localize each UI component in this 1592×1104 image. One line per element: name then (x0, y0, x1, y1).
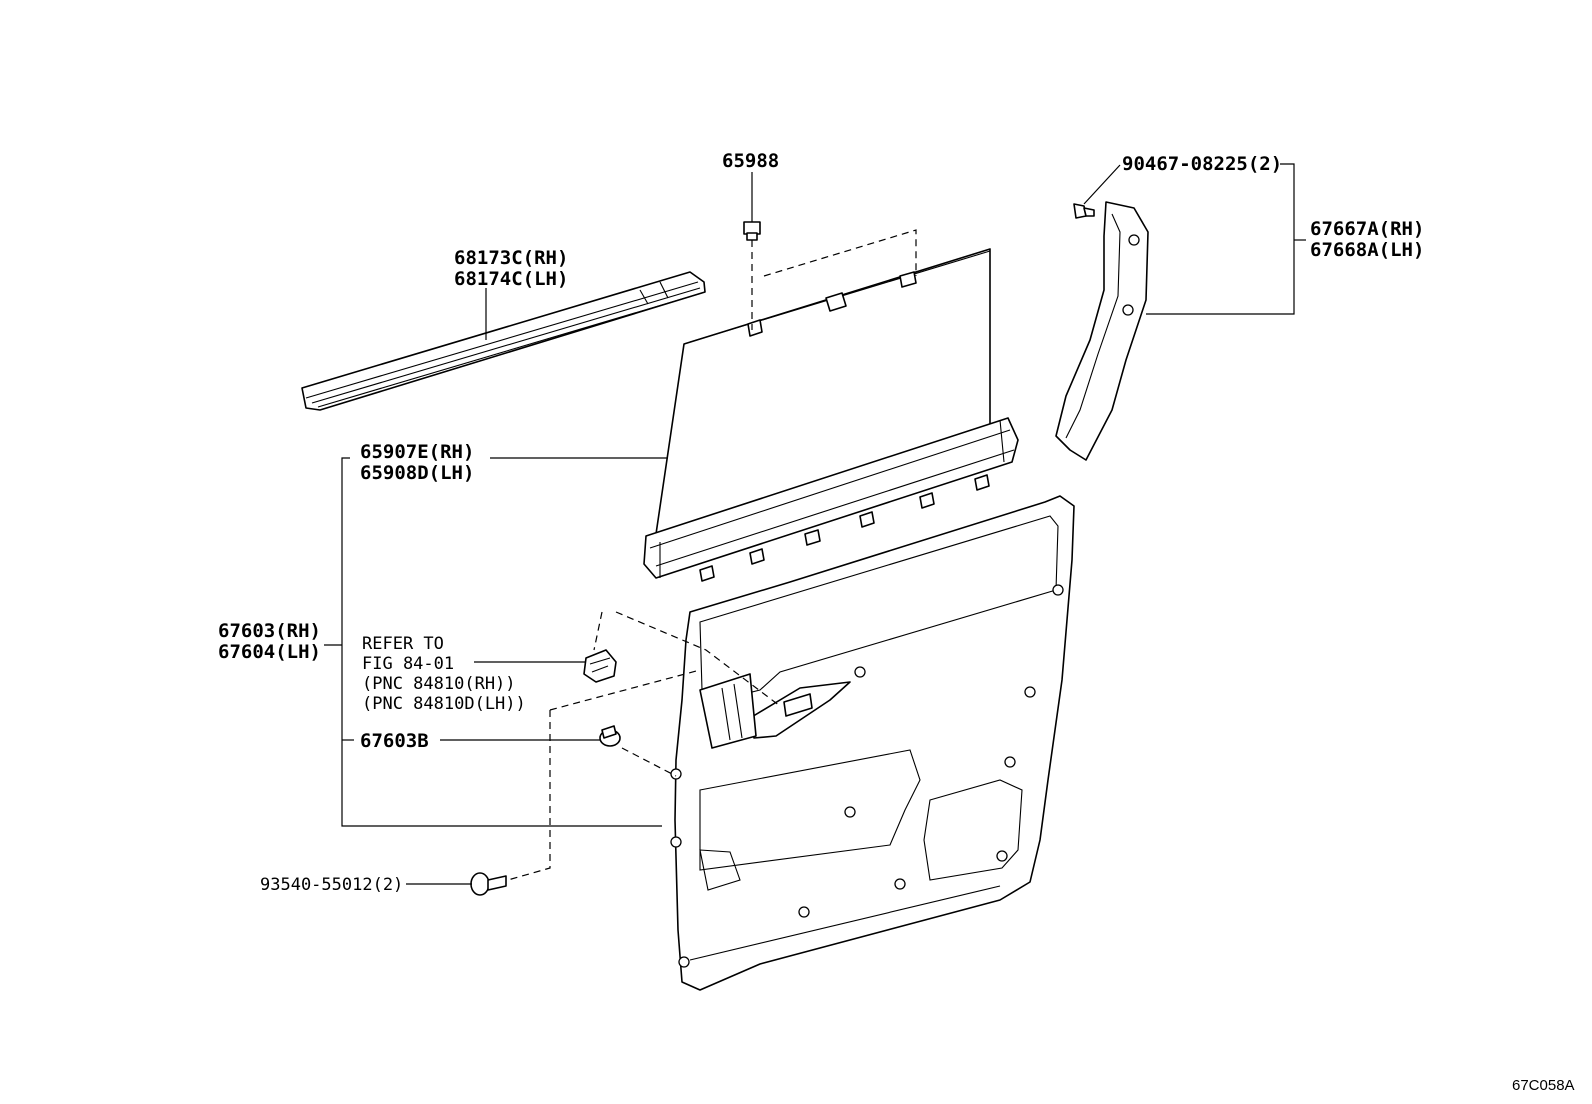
label-65908d-lh: 65908D(LH) (360, 462, 474, 484)
clip-67603b-part (599, 725, 621, 747)
pillar-garnish (1055, 201, 1149, 461)
part-labels: 65988 68173C(RH) 68174C(LH) 90467-08225(… (218, 150, 1575, 1094)
assembly-dash-lines (507, 229, 917, 881)
label-67667a-rh: 67667A(RH) (1310, 218, 1424, 240)
window-molding (301, 271, 706, 411)
label-67603b: 67603B (360, 730, 429, 752)
label-refer-fig: FIG 84-01 (362, 654, 454, 674)
label-67668a-lh: 67668A(LH) (1310, 239, 1424, 261)
label-68174c-lh: 68174C(LH) (454, 268, 568, 290)
label-67603-rh: 67603(RH) (218, 620, 321, 642)
label-refer-pnc-rh: (PNC 84810(RH)) (362, 674, 516, 694)
sunshade-assembly (643, 248, 1019, 582)
label-65988: 65988 (722, 150, 779, 172)
label-68173c-rh: 68173C(RH) (454, 247, 568, 269)
label-67604-lh: 67604(LH) (218, 641, 321, 663)
label-refer-to: REFER TO (362, 634, 444, 654)
label-93540-55012: 93540-55012(2) (260, 875, 403, 895)
label-65907e-rh: 65907E(RH) (360, 441, 474, 463)
screw-90467-part (1073, 203, 1095, 219)
leader-lines (324, 163, 1306, 885)
door-trim-board (670, 495, 1075, 991)
clip-65988-part (743, 221, 761, 241)
switch-bracket (583, 649, 617, 683)
figure-code: 67C058A (1512, 1077, 1575, 1094)
label-refer-pnc-lh: (PNC 84810D(LH)) (362, 694, 526, 714)
screw-93540-part (470, 872, 507, 896)
label-90467-08225: 90467-08225(2) (1122, 153, 1282, 175)
